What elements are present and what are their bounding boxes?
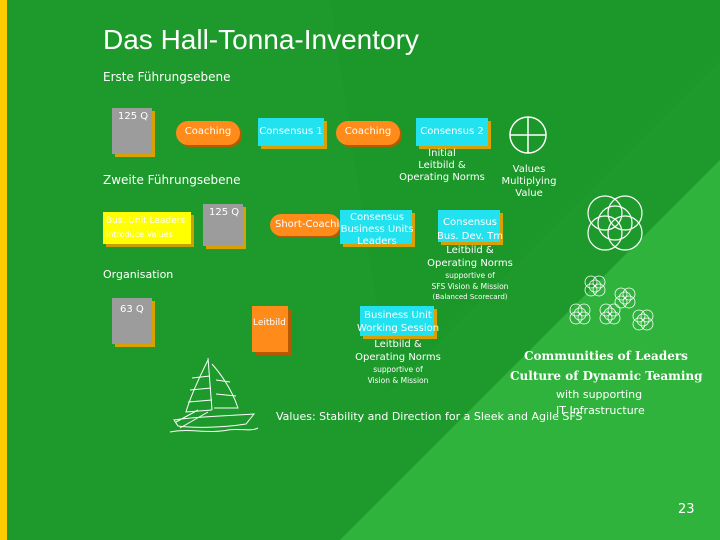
q125-label: 125 Q [118,111,149,122]
left-accent-bar [0,0,7,540]
short-coaching-ellipse: Short-Coaching [270,214,352,236]
bu-working-line: Working Session [356,323,440,334]
consensus-bul-text: Consensus Business Units Leaders [334,212,420,248]
values-line: Value [515,188,543,199]
leitbild-label: Leitbild [253,318,286,328]
short-coaching-label: Short-Coaching [275,219,352,230]
community-flowers-icon [569,275,654,331]
initial-line: Operating Norms [399,172,485,183]
consensus2-label: Consensus 2 [420,126,484,137]
sailboat-sketch-icon [169,357,259,433]
consensus1-box: Consensus 1 [258,118,324,146]
consensus-bul-line: Consensus [350,212,404,223]
page-title: Das Hall-Tonna-Inventory [103,24,419,55]
page-number: 23 [678,502,695,517]
supportive-line: supportive of [445,271,495,280]
initial-leitbild-text: Initial Leitbild & Operating Norms [392,148,492,184]
level-first-label: Erste Führungsebene [103,70,231,84]
consensus1-label: Consensus 1 [259,126,323,137]
bus-unit-leaders-box: Bus. Unit Leaders Introduce Values [103,212,191,244]
consensus-bul-line: Business Units [340,224,414,235]
bu-working-session-box [360,306,434,336]
supportive-vision-line: Vision & Mission [367,376,429,385]
coaching-label: Coaching [184,126,232,137]
values-line: Multiplying [501,176,557,187]
supportive-vision-text: supportive of Vision & Mission [350,364,446,386]
questionnaire-125q-box: 125 Q [112,108,152,154]
coaching-ellipse-1: Coaching [176,121,240,145]
bu-working-session-text: Business Unit Working Session [350,309,446,335]
q63-label: 63 Q [120,304,144,315]
consensus-busdev-text: Consensus Bus. Dev. Tm [430,216,510,244]
organisation-label: Organisation [103,268,174,281]
supportive-line: SFS Vision & Mission [431,282,509,291]
values-line: Values [512,164,546,175]
leitbild-norms-text-2: Leitbild & Operating Norms [345,338,451,364]
bu-working-line: Business Unit [364,310,432,321]
overlapping-circles-icon [587,195,643,251]
leitbild-line: Leitbild & [446,245,494,256]
it-infrastructure-text: IT Infrastructure [556,404,645,417]
consensus-busdev-line: Bus. Dev. Tm [437,231,503,242]
leitbild-box: Leitbild [252,306,288,352]
bottom-values-text: Values: Stability and Direction for a Sl… [276,410,583,423]
supportive-vision-line: supportive of [373,365,423,374]
leitbild-norms-line: Operating Norms [355,352,441,363]
leitbild-norms-line: Leitbild & [374,339,422,350]
questionnaire-125q-box-2: 125 Q [203,204,243,246]
communities-text: Communities of Leaders [524,349,688,363]
consensus-bul-line: Leaders [357,236,397,247]
supportive-sfs-text: supportive of SFS Vision & Mission [410,270,530,292]
culture-text: Culture of Dynamic Teaming [510,369,703,383]
coaching2-label: Coaching [344,126,392,137]
coaching-ellipse-2: Coaching [336,121,400,145]
level-second-label: Zweite Führungsebene [103,173,241,187]
consensus2-box: Consensus 2 [416,118,488,146]
single-circle-cross-icon [509,116,547,154]
initial-line: Leitbild & [418,160,466,171]
consensus-bul-box [340,210,412,244]
introduce-values-label: Introduce Values [106,230,173,239]
q125-label-2: 125 Q [209,207,240,218]
consensus-busdev-line: Consensus [443,217,497,228]
values-multiplying-text: Values Multiplying Value [494,164,564,200]
questionnaire-63q-box: 63 Q [112,298,152,344]
with-supporting-text: with supporting [556,388,643,401]
leitbild-line: Operating Norms [427,258,513,269]
initial-line: Initial [428,148,456,159]
consensus-busdev-box [438,210,500,242]
balanced-scorecard-text: (Balanced Scorecard) [432,293,508,301]
leitbild-norms-text: Leitbild & Operating Norms [415,244,525,270]
bus-unit-leaders-label: Bus. Unit Leaders [106,216,186,226]
